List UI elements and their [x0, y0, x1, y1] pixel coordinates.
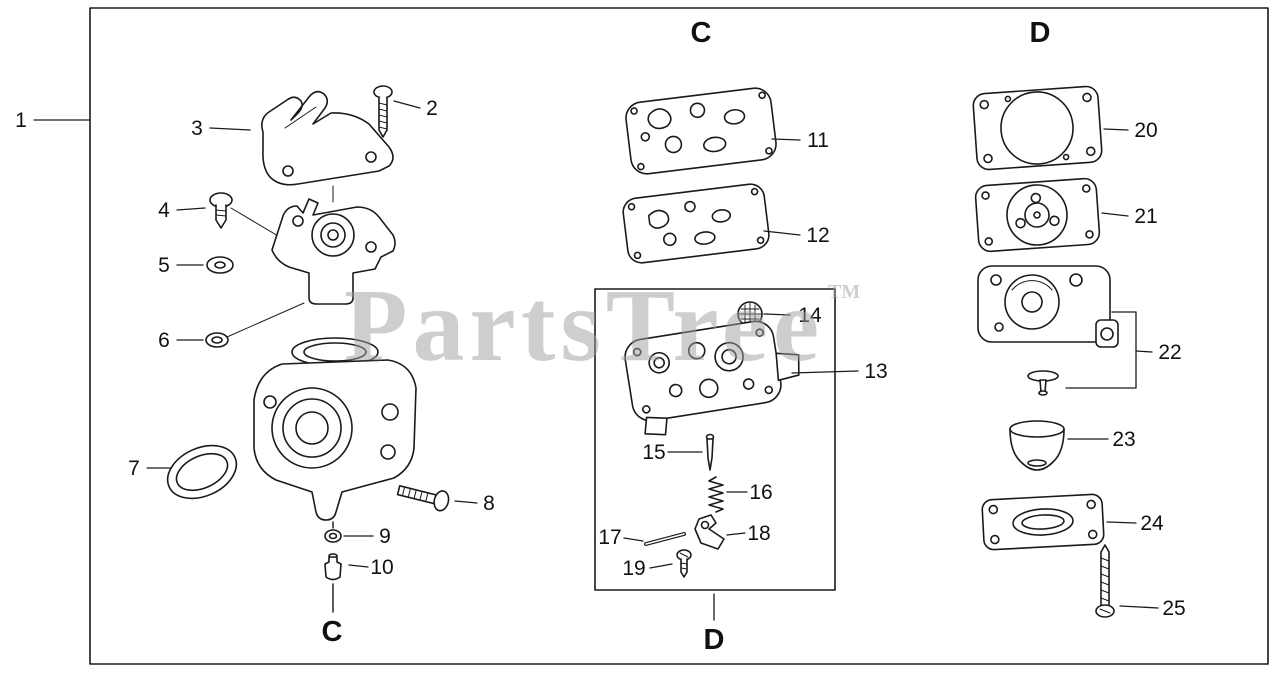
part-retaining-ring-6-drawing [205, 332, 229, 348]
part-spring-16-drawing [708, 476, 724, 513]
detail-box-d [594, 288, 836, 591]
part-carburetor-main-body-drawing [253, 337, 417, 521]
leader-14 [763, 313, 791, 316]
part-diaphragm-21-drawing [974, 177, 1101, 253]
part-screw-2-drawing [373, 85, 393, 138]
leader-21 [1101, 212, 1129, 217]
part-screw-8-drawing [396, 485, 450, 512]
part-pin-17-drawing [644, 532, 686, 546]
part-carburetor-body-13-drawing [624, 320, 800, 436]
callout-18[interactable]: 18 [747, 522, 770, 545]
callout-4[interactable]: 4 [158, 199, 170, 222]
callout-16[interactable]: 16 [749, 481, 772, 504]
callout-7[interactable]: 7 [128, 457, 140, 480]
callout-20[interactable]: 20 [1134, 119, 1157, 142]
callout-23[interactable]: 23 [1112, 428, 1135, 451]
callout-24[interactable]: 24 [1140, 512, 1164, 535]
part-screw-25-drawing [1095, 544, 1115, 618]
part-screen-14-drawing [737, 301, 763, 327]
callout-3[interactable]: 3 [191, 117, 203, 140]
leader-4 [176, 207, 206, 211]
leader-8 [454, 500, 478, 504]
part-ring-9-drawing [324, 529, 342, 543]
part-needle-15-drawing [705, 433, 715, 471]
leader-19 [649, 563, 673, 569]
callout-13[interactable]: 13 [864, 360, 887, 383]
part-gasket-7-drawing [166, 444, 238, 500]
section-label-d-bottom: D [704, 624, 725, 656]
leader-24 [1106, 521, 1137, 524]
leader-13 [791, 370, 859, 374]
callout-19[interactable]: 19 [622, 557, 645, 580]
part-gasket-11-drawing [625, 87, 777, 175]
leader-10 [348, 564, 369, 568]
callout-25[interactable]: 25 [1162, 597, 1185, 620]
part-bracket-3-drawing [261, 90, 394, 203]
part-idle-screw-4-drawing [209, 192, 233, 229]
callout-21[interactable]: 21 [1134, 205, 1157, 228]
part-screw-19-drawing [676, 549, 692, 578]
callout-6[interactable]: 6 [158, 329, 170, 352]
leader-18 [726, 532, 746, 536]
part-gasket-20-drawing [972, 85, 1103, 171]
part-diaphragm-12-drawing [622, 183, 770, 264]
leader-11 [771, 138, 801, 141]
part-metering-body-22-drawing [977, 265, 1119, 348]
section-label-c-top: C [691, 17, 712, 49]
callout-11[interactable]: 11 [807, 129, 829, 152]
part-throttle-body-drawing [271, 198, 396, 305]
callout-12[interactable]: 12 [806, 224, 829, 247]
callout-1[interactable]: 1 [15, 109, 27, 132]
part-primer-cup-23-drawing [1009, 420, 1065, 471]
part-washer-5-drawing [206, 256, 234, 274]
callout-14[interactable]: 14 [798, 304, 822, 327]
leader-2 [393, 100, 421, 109]
callout-5[interactable]: 5 [158, 254, 170, 277]
part-plate-24-drawing [981, 493, 1105, 551]
callout-9[interactable]: 9 [379, 525, 391, 548]
leader-12 [763, 230, 801, 236]
callout-15[interactable]: 15 [642, 441, 665, 464]
part-check-valve-10-drawing [324, 521, 342, 613]
section-label-c-bottom: C [322, 616, 343, 648]
callout-10[interactable]: 10 [370, 556, 393, 579]
section-label-d-top: D [1030, 17, 1051, 49]
callout-22[interactable]: 22 [1158, 341, 1181, 364]
diagram-border [89, 7, 1269, 665]
callout-8[interactable]: 8 [483, 492, 495, 515]
callout-2[interactable]: 2 [426, 97, 438, 120]
leader-17 [623, 537, 644, 542]
part-metering-lever-18-drawing [694, 514, 725, 550]
leader-22 [1135, 350, 1153, 353]
leader-25 [1119, 605, 1159, 609]
leader-22-bracket [1065, 311, 1137, 389]
callout-17[interactable]: 17 [598, 526, 621, 549]
part-inlet-valve-22-drawing [1027, 370, 1059, 396]
leader-3 [209, 127, 251, 131]
leader-20 [1103, 128, 1129, 131]
